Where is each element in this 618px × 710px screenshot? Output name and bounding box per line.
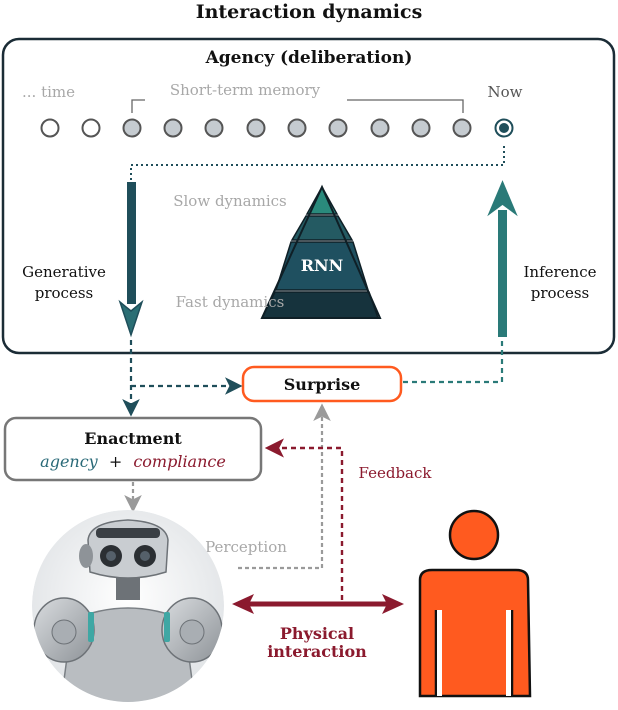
physical-label-2: interaction xyxy=(267,642,367,661)
compliance-term: compliance xyxy=(133,452,226,471)
human-body xyxy=(418,568,532,698)
human-arm-gap-right xyxy=(506,610,511,696)
diagram-title: Interaction dynamics xyxy=(196,1,423,23)
now-to-generative-line xyxy=(130,146,505,182)
physical-arrow-left-head xyxy=(232,594,254,614)
physical-label-1: Physical xyxy=(280,624,354,643)
pyramid-layer-slow xyxy=(305,185,339,215)
agency-title: Agency (deliberation) xyxy=(205,48,413,68)
timeline-node xyxy=(287,118,307,138)
timeline-node xyxy=(411,118,431,138)
inference-arrow-shaft xyxy=(498,210,507,337)
feedback-line xyxy=(264,438,344,600)
surprise-label: Surprise xyxy=(284,375,361,394)
inference-process-label-1: Inference xyxy=(523,263,596,281)
short-term-memory-label: Short-term memory xyxy=(170,81,321,99)
enactment-title: Enactment xyxy=(84,429,182,448)
rnn-label: RNN xyxy=(301,256,344,275)
plus-sign: + xyxy=(109,452,122,471)
time-label: ... time xyxy=(22,83,75,101)
agency-box xyxy=(1,37,616,355)
timeline-node xyxy=(246,118,266,138)
fast-dynamics-label: Fast dynamics xyxy=(176,293,285,311)
timeline-node xyxy=(452,118,472,138)
feedback-label: Feedback xyxy=(359,464,433,482)
timeline-node xyxy=(328,118,348,138)
perception-line xyxy=(238,403,331,570)
timeline-node xyxy=(40,118,60,138)
pyramid-outline xyxy=(260,184,382,319)
enactment-box xyxy=(3,416,263,482)
generative-process-label-2: process xyxy=(35,284,93,302)
now-node-core xyxy=(499,123,509,133)
slow-dynamics-label: Slow dynamics xyxy=(173,192,287,210)
inference-process-label-2: process xyxy=(531,284,589,302)
timeline-node xyxy=(81,118,101,138)
timeline-node xyxy=(370,118,390,138)
memory-bracket xyxy=(131,99,464,113)
timeline-node xyxy=(122,118,142,138)
timeline-node xyxy=(204,118,224,138)
surprise-box xyxy=(241,365,403,403)
human-head xyxy=(448,509,500,561)
generative-process-label-1: Generative xyxy=(22,263,106,281)
inference-arrow-head xyxy=(487,180,518,217)
enactment-formula: agency + compliance xyxy=(40,452,226,471)
human-arm-gap-left xyxy=(437,610,442,696)
human-figure xyxy=(418,509,532,698)
timeline-nodes xyxy=(40,118,514,138)
rnn-pyramid xyxy=(260,184,382,319)
generative-arrow-shaft xyxy=(127,182,136,304)
now-label: Now xyxy=(488,83,523,101)
generative-arrow-head xyxy=(118,299,144,338)
surprise-to-inference-line xyxy=(403,338,504,384)
timeline-node xyxy=(163,118,183,138)
physical-arrow-right-head xyxy=(382,594,404,614)
perception-label: Perception xyxy=(205,538,287,556)
robot-image xyxy=(32,510,224,702)
agency-term: agency xyxy=(40,452,99,471)
